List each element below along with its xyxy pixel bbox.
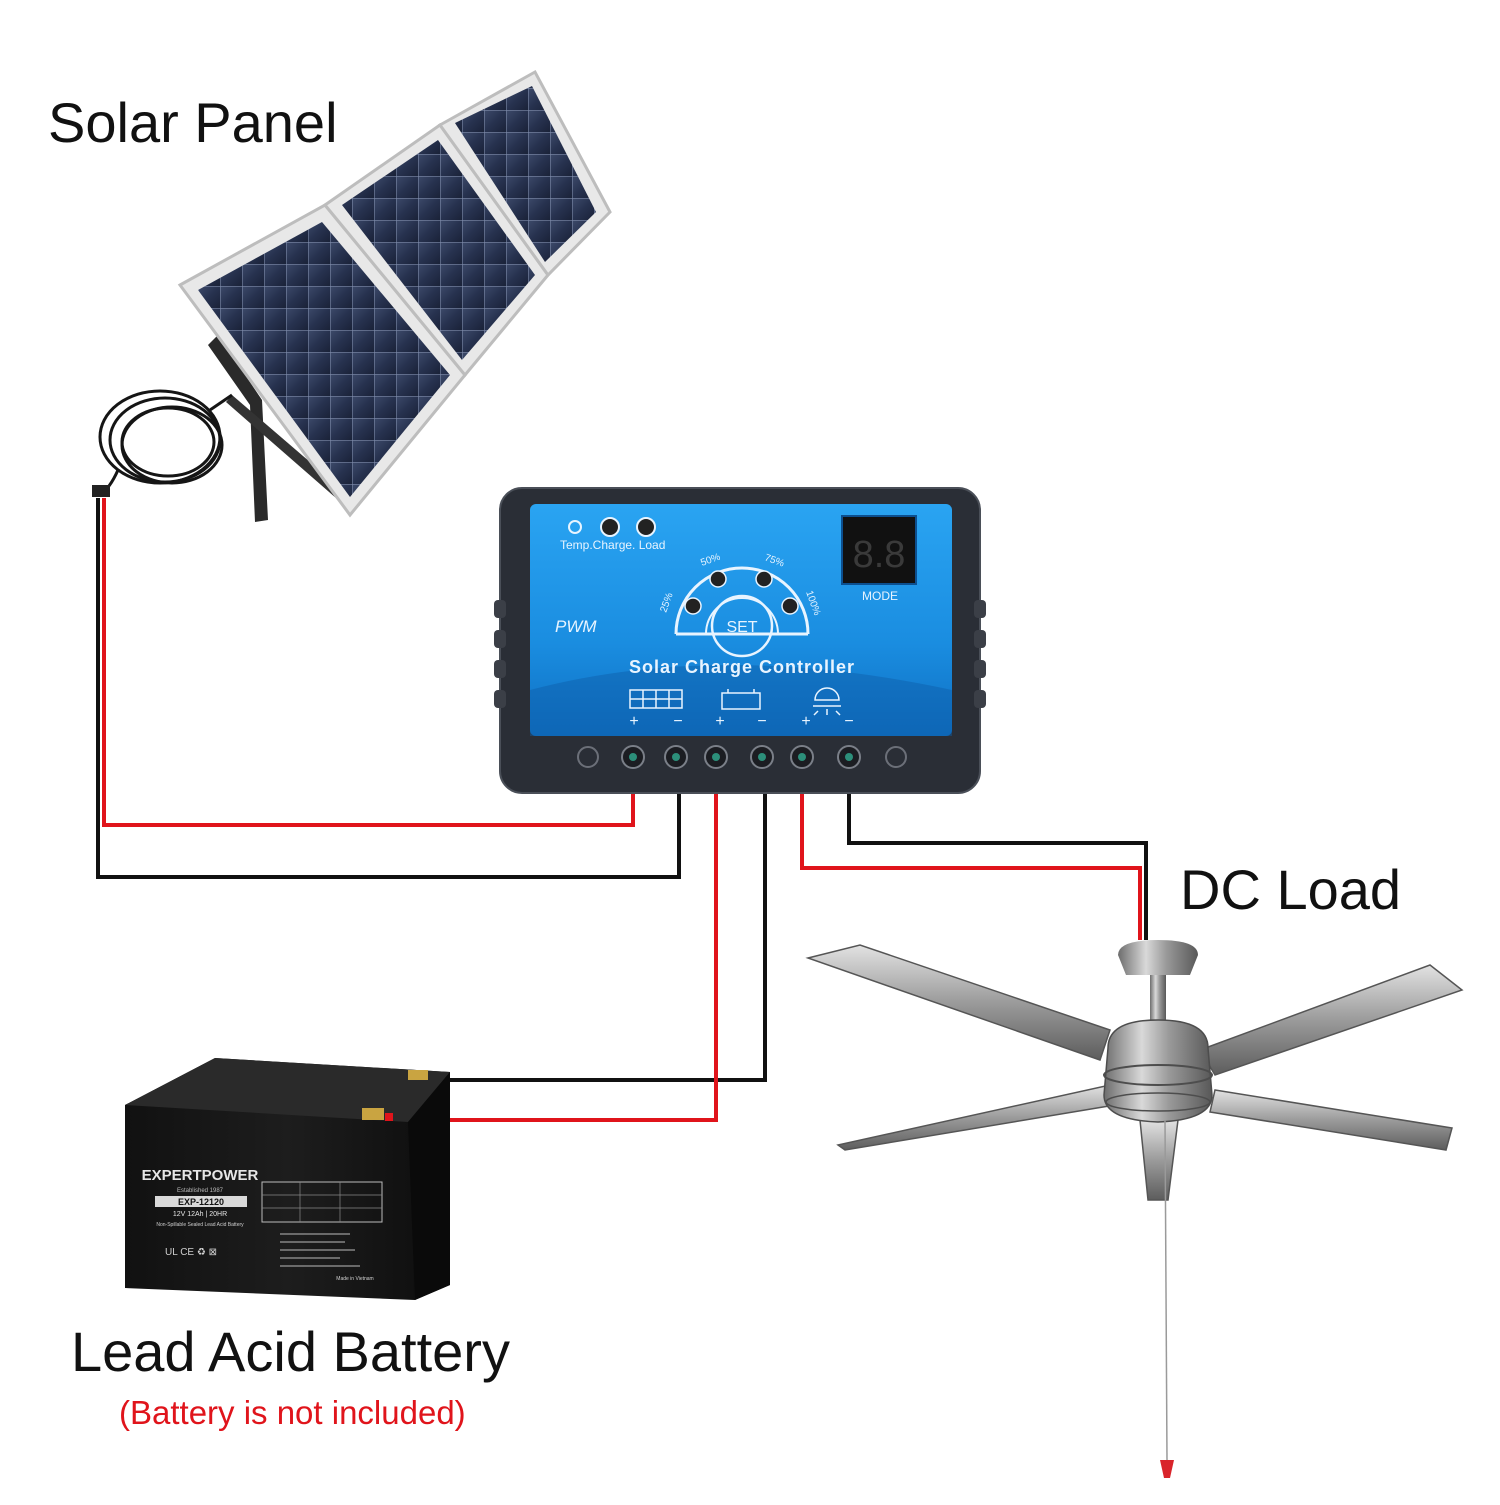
mode-label: MODE [862,589,898,603]
fan-downrod [1150,975,1166,1020]
solar-panel-label: Solar Panel [48,95,338,151]
fan-blade-front [1140,1120,1178,1200]
panel-cable-coil [100,391,232,495]
charge-indicator-light [601,518,619,536]
controller-title: Solar Charge Controller [629,657,855,677]
set-label: SET [726,619,757,636]
panel-connector [92,485,110,497]
battery-label-title: Lead Acid Battery [71,1324,510,1380]
battery-terminal-negative [408,1070,428,1080]
battery-model: EXP-12120 [178,1197,224,1207]
fan-blade-left-lower [838,1085,1115,1150]
terminal-sign-2: − [673,713,682,730]
terminal-sign-6: − [844,713,853,730]
fan-motor-housing [1104,1020,1212,1122]
charge-controller: Temp.Charge. Load PWM SET 25% 50% 75% 10… [494,488,986,793]
display-digits: 8.8 [853,534,906,576]
indicator-labels: Temp.Charge. Load [560,538,665,552]
terminal-sign-1: + [629,713,638,730]
battery-cert-marks: UL CE ♻ ⊠ [165,1247,217,1258]
battery-note: (Battery is not included) [119,1396,466,1429]
ceiling-fan [808,940,1462,1478]
load-indicator-light [637,518,655,536]
level-led-25 [685,598,701,614]
battery-made-in: Made in Vietnam [336,1276,373,1282]
battery: EXPERTPOWER Established 1987 EXP-12120 1… [125,1058,450,1300]
pwm-label: PWM [555,617,597,636]
fan-blade-right-upper [1200,965,1462,1075]
fan-blade-left-upper [808,945,1110,1060]
dc-load-label: DC Load [1180,862,1401,918]
battery-brand: EXPERTPOWER [142,1167,259,1184]
fan-canopy [1118,940,1198,975]
terminal-sign-4: − [757,713,766,730]
level-led-100 [782,598,798,614]
battery-positive-wire [390,765,716,1120]
battery-established: Established 1987 [177,1188,224,1194]
terminal-sign-5: + [801,713,810,730]
battery-type: Non-Spillable Sealed Lead Acid Battery [156,1222,244,1228]
terminal-sign-3: + [715,713,724,730]
fan-blade-right-lower [1210,1090,1452,1150]
battery-rating: 12V 12Ah | 20HR [173,1211,227,1218]
level-led-75 [756,571,772,587]
battery-negative-wire [420,765,765,1080]
level-led-50 [710,571,726,587]
fan-pull-chain-fob [1160,1460,1174,1478]
battery-terminal-positive [362,1108,384,1120]
